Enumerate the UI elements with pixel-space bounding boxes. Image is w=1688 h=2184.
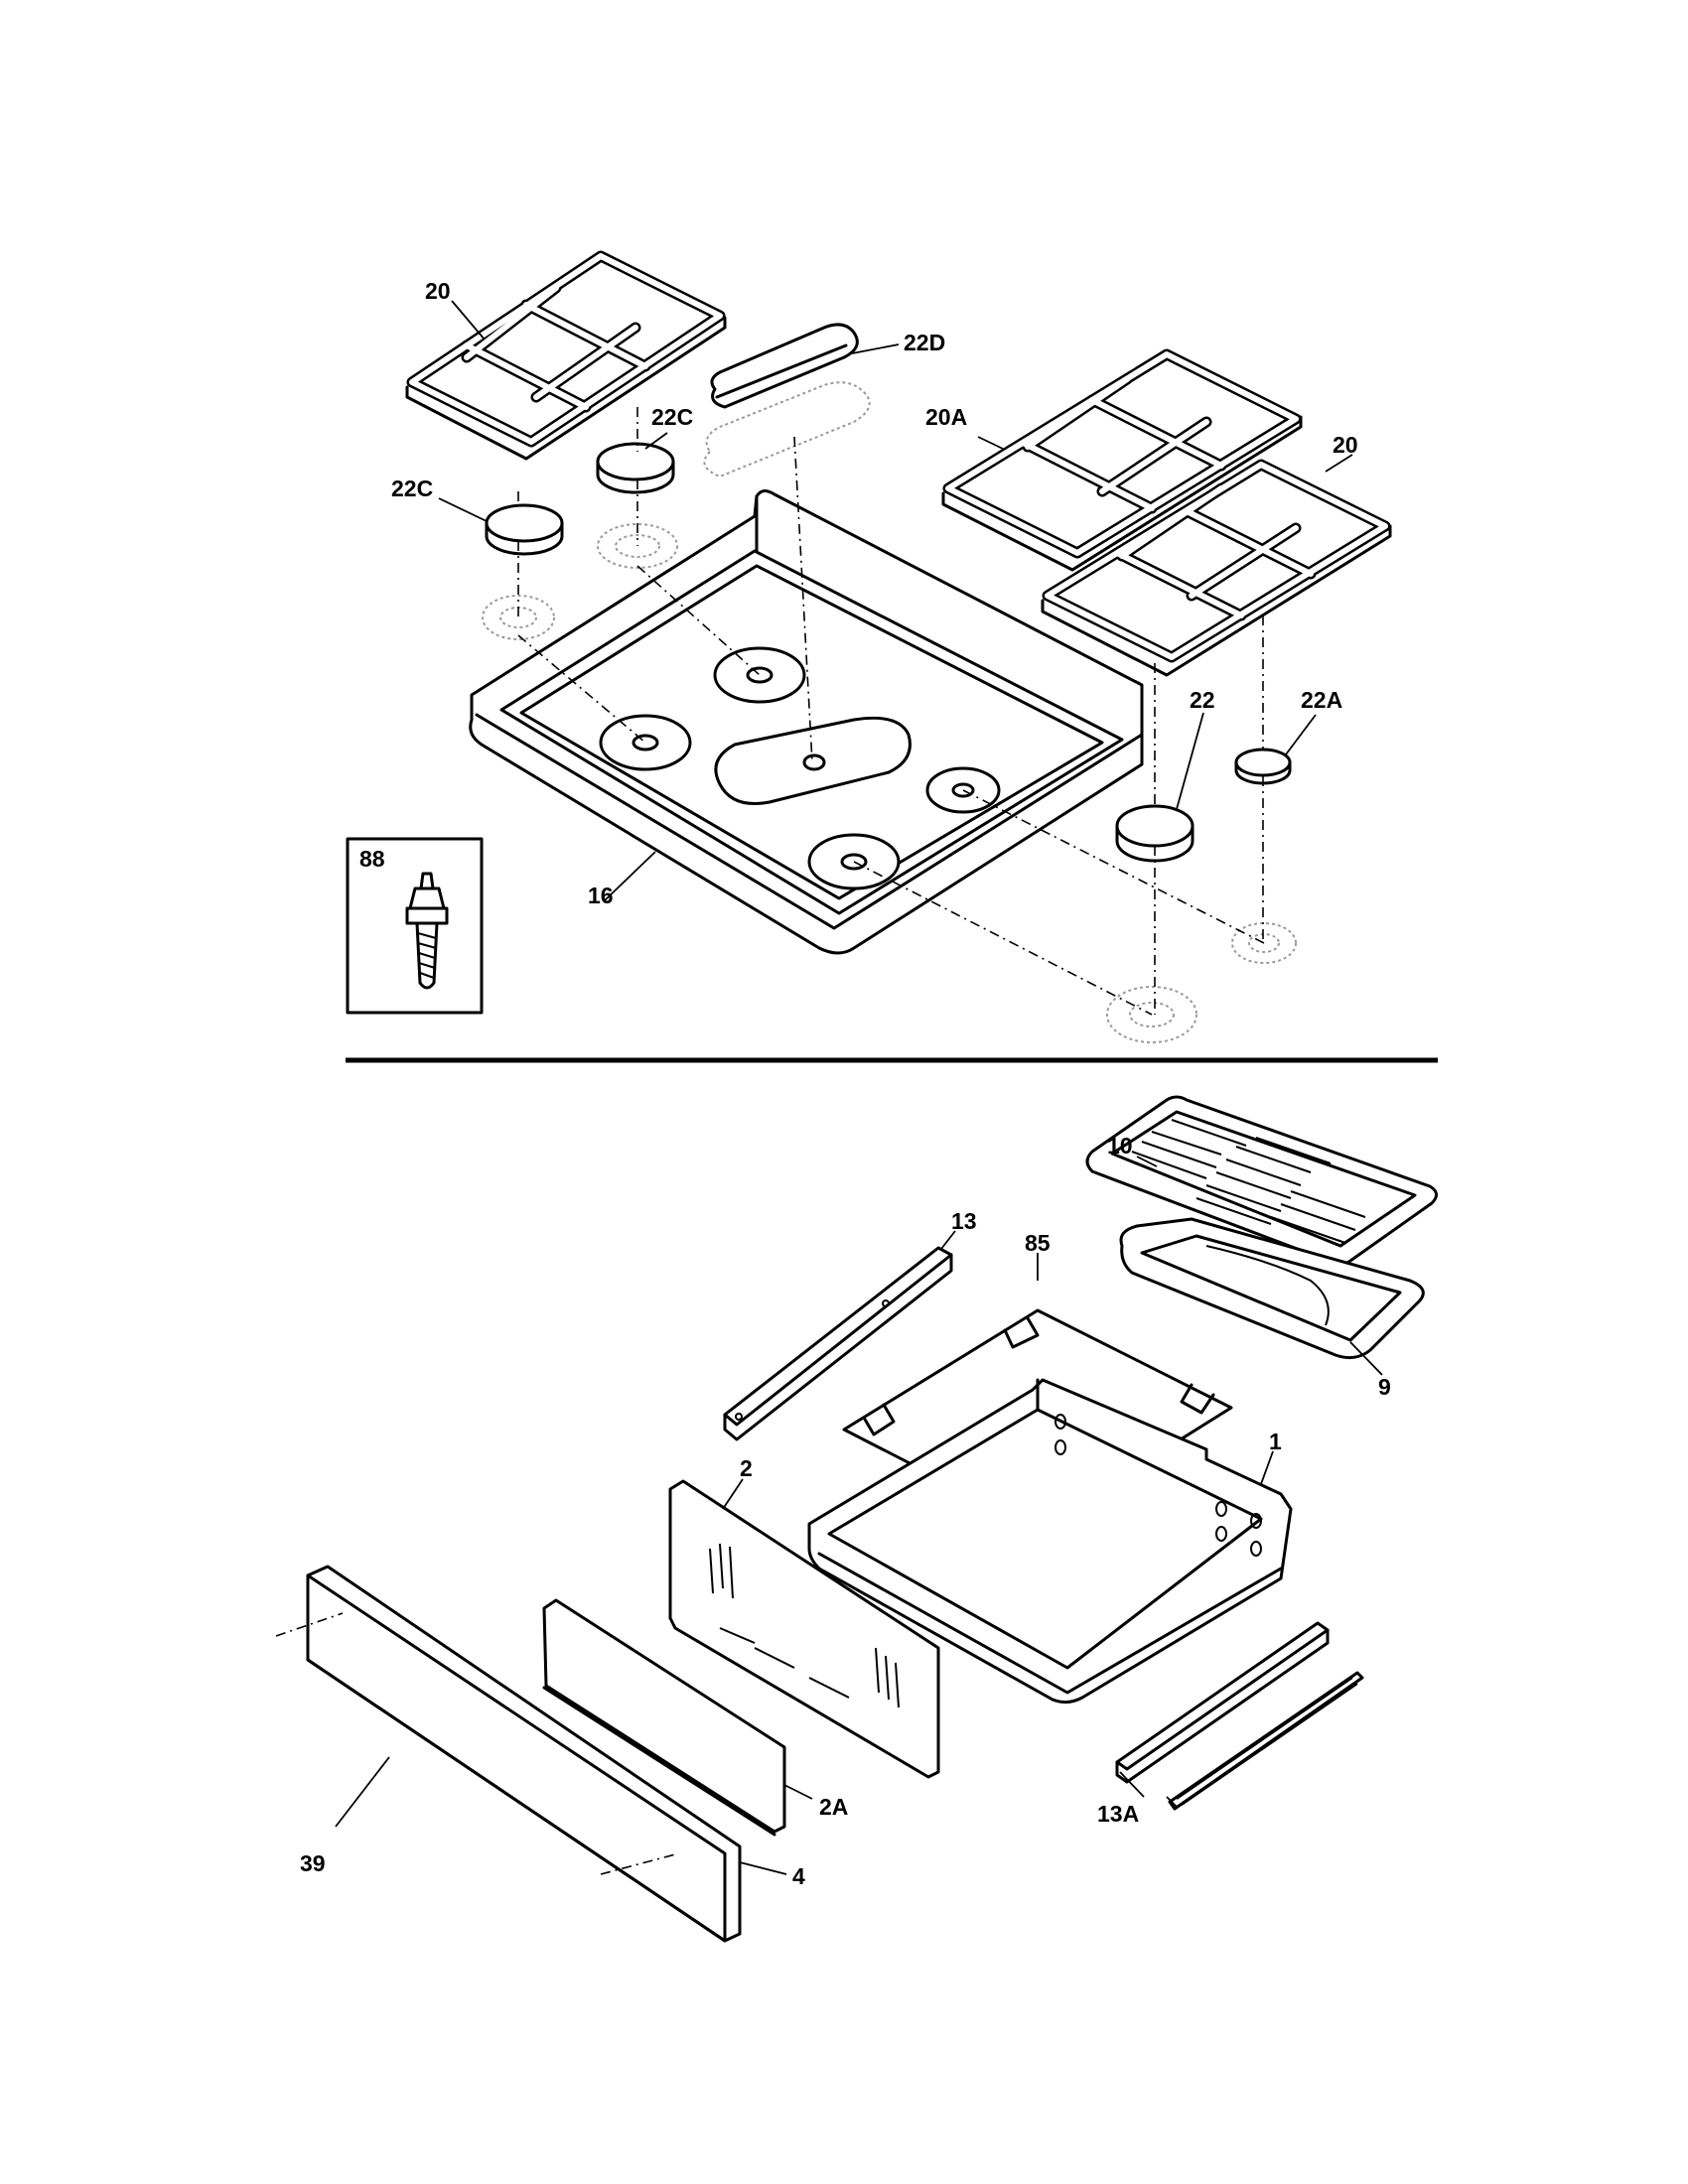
label-part-20-right: 20 (1333, 432, 1358, 458)
label-part-20a: 20A (925, 404, 967, 430)
griddle-cover (703, 323, 871, 478)
label-part-22a: 22A (1301, 687, 1342, 713)
right-burner-grate (1041, 459, 1392, 677)
burner-cap-22c-upper (596, 442, 675, 494)
leader-lines-lower (335, 1156, 1383, 1875)
leveling-leg-inset (346, 837, 484, 1015)
drawer-rail-13 (723, 1246, 953, 1441)
burner-cap-22c-lower (485, 503, 564, 556)
drawer-back-panel (668, 1479, 940, 1779)
label-part-9: 9 (1378, 1374, 1391, 1400)
broiler-grid (1085, 1095, 1438, 1266)
broiler-pan (1119, 1217, 1425, 1360)
label-part-22c-upper: 22C (651, 404, 693, 430)
label-part-22: 22 (1190, 687, 1215, 713)
center-burner-grate (941, 348, 1303, 572)
label-part-22c-lower: 22C (391, 476, 433, 501)
label-part-39: 39 (300, 1850, 326, 1876)
label-part-20-left: 20 (425, 278, 451, 304)
drawer-inner-front (542, 1598, 786, 1837)
drawer-body (807, 1378, 1293, 1705)
part-labels: 20 22D 22C 22C 20A 20 22 22A 88 16 10 13… (300, 278, 1391, 1889)
label-part-10: 10 (1107, 1133, 1133, 1159)
label-part-88: 88 (359, 846, 385, 872)
label-part-22d: 22D (904, 330, 945, 355)
leader-lines-upper (438, 300, 1353, 902)
drawer-handle (256, 1612, 676, 1898)
burner-head-ghosts (482, 523, 1297, 1043)
label-part-4: 4 (792, 1863, 805, 1889)
label-part-16: 16 (588, 883, 614, 908)
label-part-13a: 13A (1097, 1801, 1139, 1827)
label-part-2: 2 (740, 1455, 753, 1481)
label-part-85: 85 (1025, 1230, 1051, 1256)
drawer-rail-13a (1115, 1621, 1364, 1811)
label-part-1: 1 (1269, 1429, 1282, 1454)
drawer-front (306, 1565, 742, 1943)
alignment-lines-upper (517, 407, 1265, 1016)
left-burner-grate (405, 250, 727, 461)
cooktop-main-top (469, 489, 1144, 955)
label-part-13: 13 (951, 1208, 977, 1234)
label-part-2a: 2A (819, 1794, 848, 1820)
